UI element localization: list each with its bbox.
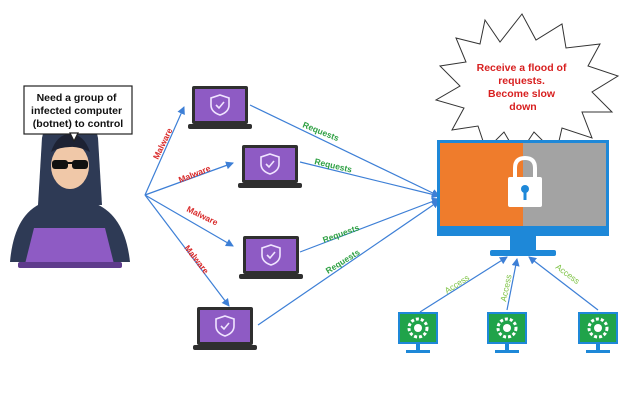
infected-laptop-2 [237,144,303,189]
requests-label: Requests [324,247,362,276]
access-label: Access [443,272,471,295]
infected-laptop-4 [192,306,258,351]
client-computer-2 [485,310,529,355]
bubble-line: down [509,101,536,113]
speech-line: infected computer [31,105,122,117]
infected-laptop-3 [238,235,304,280]
bubble-text: Receive a flood of requests. Become slow… [477,62,570,113]
request-arrows [249,104,440,326]
speech-box [23,85,133,135]
access-arrows [419,256,599,313]
client-computer-1 [396,310,440,355]
requests-label: Requests [321,222,361,245]
malware-label: Malware [177,163,212,185]
malware-label: Malware [182,243,211,276]
speech-text: Need a group of infected computer (botne… [31,92,125,130]
bubble-line: requests. [498,75,545,87]
lock-icon [508,155,542,207]
requests-label: Requests [314,156,354,174]
malware-label: Malware [185,204,220,228]
speech-line: (botnet) to control [33,118,123,130]
client-computer-3 [576,310,620,355]
bubble-line: Become slow [488,88,556,100]
infected-laptop-1 [187,85,253,130]
malware-arrows [144,106,234,307]
bubble-line: Receive a flood of [477,62,567,74]
server-monitor [437,140,609,256]
speech-line: Need a group of [37,92,117,104]
access-label: Access [554,262,582,286]
